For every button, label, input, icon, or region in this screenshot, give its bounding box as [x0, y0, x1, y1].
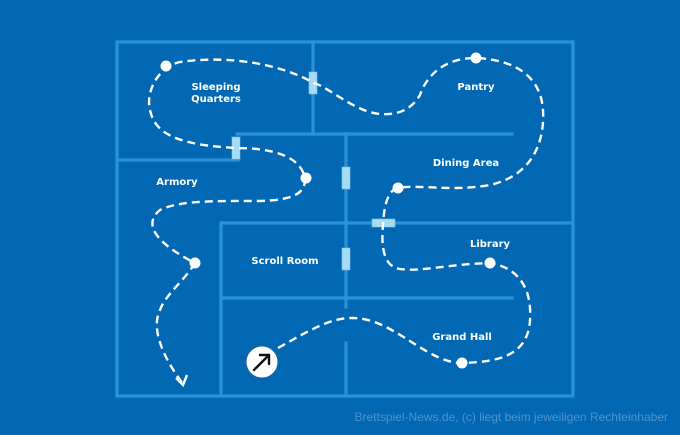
room-label-library: Library: [470, 239, 511, 250]
door-scroll-library: [341, 247, 351, 271]
room-label-sleeping-quarters-2: Quarters: [191, 94, 241, 105]
start-marker[interactable]: [245, 345, 279, 379]
image-credit: Brettspiel-News.de, (c) liegt beim jewei…: [354, 410, 668, 424]
door-corridor-dining: [341, 166, 351, 190]
room-label-scroll-room: Scroll Room: [251, 256, 318, 267]
waypoints: [160, 52, 496, 369]
waypoint-grand-hall[interactable]: [456, 357, 468, 369]
route-segment: [147, 56, 545, 385]
waypoint-library[interactable]: [484, 257, 496, 269]
arrow-up-right-icon: [252, 353, 271, 372]
room-label-grand-hall: Grand Hall: [432, 332, 492, 343]
waypoint-sleeping-quarters[interactable]: [160, 60, 172, 72]
route-end-arrowhead: [175, 374, 189, 388]
room-label-sleeping-quarters-1: Sleeping: [191, 82, 240, 93]
waypoint-dining-area[interactable]: [392, 182, 404, 194]
room-label-armory: Armory: [156, 177, 198, 188]
waypoint-armory[interactable]: [189, 257, 201, 269]
room-label-dining-area: Dining Area: [433, 158, 499, 169]
walls: [115, 40, 575, 398]
room-labels: Sleeping Quarters Pantry Armory Dining A…: [156, 82, 510, 343]
room-label-pantry: Pantry: [457, 82, 495, 93]
route: [147, 56, 545, 388]
waypoint-pantry[interactable]: [470, 52, 482, 64]
waypoint-corridor[interactable]: [300, 172, 312, 184]
